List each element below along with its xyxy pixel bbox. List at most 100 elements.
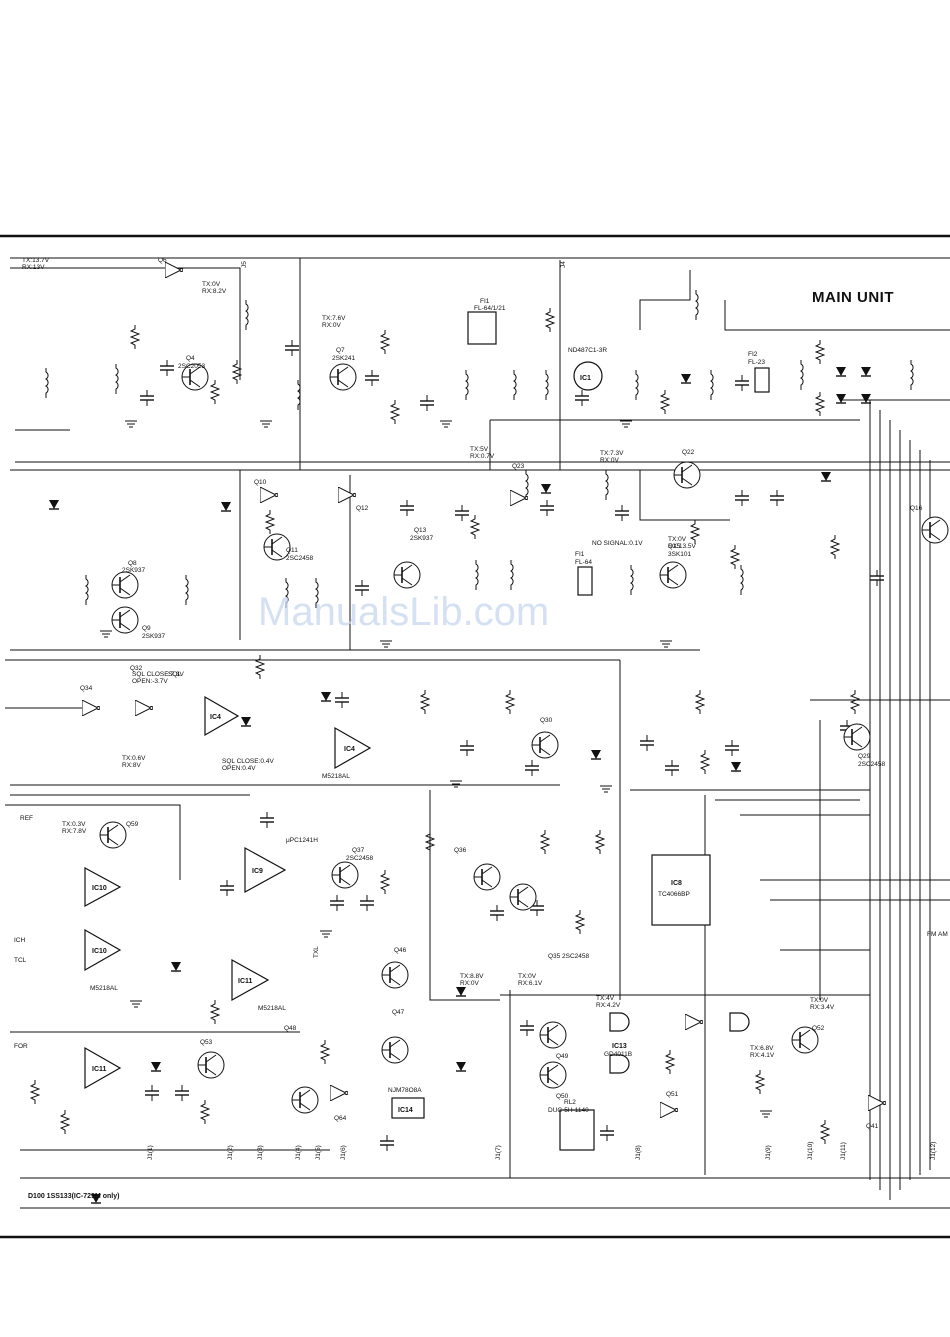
svg-text:TX:7.6V: TX:7.6V bbox=[322, 315, 346, 322]
transistor-q47 bbox=[381, 1036, 409, 1064]
svg-text:RX:8.2V: RX:8.2V bbox=[202, 288, 227, 295]
q16-label: Q16 bbox=[910, 505, 923, 512]
q4-label: Q4 bbox=[186, 355, 195, 362]
svg-text:RX:0V: RX:0V bbox=[600, 457, 619, 464]
ic10-opamp-a bbox=[84, 866, 122, 908]
svg-text:OPEN:0.4V: OPEN:0.4V bbox=[222, 765, 256, 772]
q10-label: Q10 bbox=[254, 479, 267, 486]
q7-part: 2SK241 bbox=[332, 355, 356, 362]
digital-tr-q10 bbox=[260, 487, 278, 503]
transistor-q30 bbox=[531, 731, 559, 759]
ic11-part: M5218AL bbox=[258, 1005, 286, 1012]
ic9-amp bbox=[244, 846, 287, 894]
svg-text:TCL: TCL bbox=[14, 957, 27, 964]
svg-text:TX:0.3V: TX:0.3V bbox=[62, 821, 86, 828]
q12-label: Q12 bbox=[356, 505, 369, 512]
svg-text:TX:0V: TX:0V bbox=[518, 973, 537, 980]
svg-text:J1(11): J1(11) bbox=[840, 1142, 847, 1160]
svg-text:RX:0V: RX:0V bbox=[322, 322, 341, 329]
transistor-q35 bbox=[509, 883, 537, 911]
svg-text:TX:6.8V: TX:6.8V bbox=[750, 1045, 774, 1052]
fi1-ref: FI1 bbox=[480, 298, 490, 305]
svg-text:RX:3.4V: RX:3.4V bbox=[810, 1004, 835, 1011]
svg-text:J1(9): J1(9) bbox=[765, 1145, 772, 1160]
ic4b-ref: IC4 bbox=[344, 746, 355, 753]
svg-text:AM: AM bbox=[938, 931, 948, 938]
q35-part: 2SC2458 bbox=[562, 953, 589, 960]
digital-tr-q23 bbox=[510, 490, 528, 506]
transistor-q22 bbox=[673, 461, 701, 489]
transistor-q36 bbox=[473, 863, 501, 891]
relay-rl2 bbox=[559, 1109, 595, 1151]
svg-text:J1(2): J1(2) bbox=[227, 1145, 234, 1160]
q11-label: Q11 bbox=[286, 547, 298, 554]
rl2-ref: RL2 bbox=[564, 1099, 576, 1106]
ic8-ref: IC8 bbox=[671, 880, 682, 887]
watermark: ManualsLib.com bbox=[258, 590, 549, 634]
connector-labels: J5 J4 J1(1) J1(2) J1(3) J1(4) J1(5) J1(6… bbox=[147, 261, 937, 1160]
svg-text:J1(10): J1(10) bbox=[807, 1142, 814, 1160]
ic10a-ref: IC10 bbox=[92, 885, 107, 892]
q36-label: Q36 bbox=[454, 847, 467, 854]
svg-text:RX:13V: RX:13V bbox=[22, 264, 45, 271]
svg-text:OPEN:-3.7V: OPEN:-3.7V bbox=[132, 678, 168, 685]
q59-label: Q59 bbox=[126, 821, 139, 828]
ic14-part: NJM78O8A bbox=[388, 1087, 422, 1094]
q4-part: 2SC2053 bbox=[178, 363, 205, 370]
q34-label: Q34 bbox=[80, 685, 93, 692]
ic1-mixer bbox=[573, 361, 603, 391]
q13-part: 2SK937 bbox=[410, 535, 434, 542]
q8-part: 2SK937 bbox=[122, 567, 146, 574]
svg-text:J1(5): J1(5) bbox=[315, 1145, 322, 1160]
digital-tr-q41 bbox=[868, 1095, 886, 1111]
transistor-q50 bbox=[539, 1061, 567, 1089]
ic8-switch bbox=[651, 854, 711, 926]
svg-text:RX:7.8V: RX:7.8V bbox=[62, 828, 87, 835]
ic10-opamp-b bbox=[84, 928, 122, 972]
svg-text:J1(4): J1(4) bbox=[295, 1145, 302, 1160]
rl2-part: DUC-5H-1140 bbox=[548, 1107, 589, 1114]
q15-label: Q15 bbox=[668, 543, 681, 550]
q29-part: 2SC2458 bbox=[858, 761, 885, 768]
ic14-ref: IC14 bbox=[398, 1107, 413, 1114]
q15-part: 3SK101 bbox=[668, 551, 692, 558]
q41-label: Q41 bbox=[866, 1123, 879, 1130]
q29-label: Q29 bbox=[858, 753, 871, 760]
svg-text:RX:4.1V: RX:4.1V bbox=[750, 1052, 775, 1059]
q37-part: 2SC2458 bbox=[346, 855, 373, 862]
q47-label: Q47 bbox=[392, 1009, 405, 1016]
q30-label: Q30 bbox=[540, 717, 553, 724]
svg-text:TX:0V: TX:0V bbox=[810, 997, 829, 1004]
svg-text:TX:7.3V: TX:7.3V bbox=[600, 450, 624, 457]
svg-text:J5: J5 bbox=[241, 261, 248, 268]
svg-text:FM: FM bbox=[927, 931, 936, 938]
svg-text:RX:0V: RX:0V bbox=[460, 980, 479, 987]
fl64-part: FL-64 bbox=[575, 559, 592, 566]
ic4-opamp-b bbox=[334, 726, 372, 770]
ic14-regulator bbox=[391, 1097, 425, 1119]
q9-part: 2SK937 bbox=[142, 633, 166, 640]
q53-label: Q53 bbox=[200, 1039, 213, 1046]
side-labels: TXL TCL ICH FOR FM AM SQL REF bbox=[14, 671, 948, 1050]
q22-label: Q22 bbox=[682, 449, 695, 456]
transistor-q7 bbox=[329, 363, 357, 391]
ic9-part: μPC1241H bbox=[286, 837, 318, 844]
bottom-note: D100 1SS133(IC-729M only) bbox=[28, 1193, 119, 1200]
fi2-ref: FI2 bbox=[748, 351, 758, 358]
svg-text:J4: J4 bbox=[560, 261, 567, 268]
q23-label: Q23 bbox=[512, 463, 525, 470]
q9-label: Q9 bbox=[142, 625, 151, 632]
svg-text:TXL: TXL bbox=[313, 946, 320, 958]
title-main-unit: MAIN UNIT bbox=[812, 289, 894, 306]
grounds bbox=[100, 420, 772, 1118]
svg-text:TX:0V: TX:0V bbox=[202, 281, 221, 288]
transistor-q29 bbox=[843, 723, 871, 751]
q32-label: Q32 bbox=[130, 665, 143, 672]
ic9-ref: IC9 bbox=[252, 868, 263, 875]
svg-text:RX:8V: RX:8V bbox=[122, 762, 141, 769]
digital-tr-q6 bbox=[165, 262, 183, 278]
ic11-opamp-b bbox=[84, 1046, 122, 1090]
svg-text:J1(8): J1(8) bbox=[635, 1145, 642, 1160]
digital-tr-q34 bbox=[82, 700, 100, 716]
filter-fi1 bbox=[467, 311, 497, 345]
